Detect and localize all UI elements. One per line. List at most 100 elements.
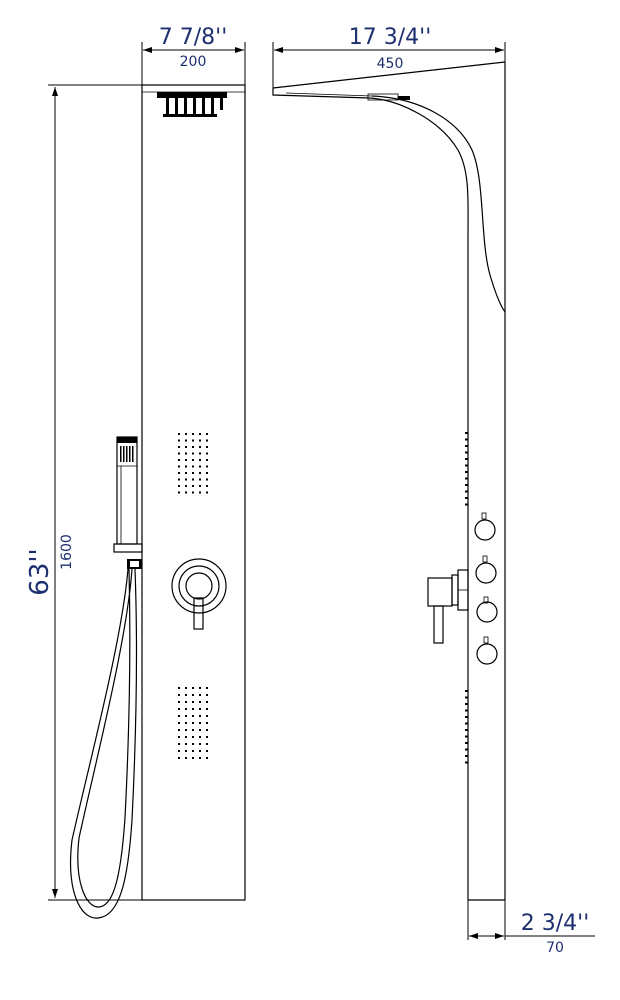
jet-dot [178,439,180,442]
front-panel-body [141,84,246,901]
jet-dot [199,485,201,487]
jet-dot [178,750,180,752]
jet-dot [199,452,201,455]
jet-dot [199,743,201,745]
jet-dot [185,722,187,724]
side-jet-dash [465,503,468,506]
hose-holder [127,559,142,569]
hand-shower [113,436,143,553]
jet-dot [178,459,180,461]
jet-dot [178,694,180,696]
jet-dot [192,701,194,703]
jet-dot [199,694,201,696]
jet-dot [192,757,194,759]
jet-dot [206,736,208,738]
jet-dot [192,687,194,689]
front-view: 7 7/8'' 200 63'' 1600 [25,25,246,919]
jet-dot [206,433,208,435]
jet-dot [185,485,187,487]
jet-dot [178,472,180,474]
jet-dot [206,459,208,461]
jet-dot [192,433,194,435]
jet-dot [199,687,201,689]
side-jet-dash [465,438,468,441]
jet-dot [199,465,201,468]
jet-dot [185,433,187,435]
jet-dot [199,729,201,731]
jet-dot [206,478,208,481]
jet-dot [199,478,201,481]
side-jet-dash [465,690,468,692]
jet-dot [192,715,194,717]
jet-dot [206,729,208,731]
jet-dot [199,708,201,710]
jet-dot [178,687,180,689]
side-jet-dash [465,735,468,738]
jet-dot [185,459,187,461]
jet-dot [178,701,180,703]
jet-dot [192,722,194,724]
jet-dot [192,708,194,710]
jet-dot [192,439,194,442]
rain-head-strip [157,92,227,98]
jet-dot [206,757,208,759]
height-metric: 1600 [59,534,75,570]
side-jet-dash [465,477,468,480]
jet-dot [178,722,180,724]
side-jet-dash [465,761,468,764]
jet-dot [206,452,208,455]
jet-dot [206,708,208,710]
side-jet-dash [465,490,468,493]
jet-dot [199,459,201,461]
jet-dot [178,478,180,481]
jet-dot [185,743,187,745]
side-jet-dash [465,696,468,699]
jet-dot [178,465,180,468]
jet-dot [192,736,194,738]
body-jets-lower [178,687,208,759]
jet-dot [199,701,201,703]
front-width-imperial: 7 7/8'' [159,25,228,50]
jet-dot [178,708,180,710]
mixer-valve [171,558,227,630]
jet-dot [192,694,194,696]
diverter-knob-3 [476,596,498,623]
jet-dot [206,465,208,468]
jet-dot [199,722,201,724]
jet-dot [192,465,194,468]
jet-dot [206,446,208,448]
jet-dot [185,439,187,442]
jet-dot [199,439,201,442]
side-jet-dash [465,722,468,725]
jet-dot [185,757,187,759]
rain-nozzles [163,98,223,117]
jet-dot [192,750,194,752]
jet-dot [185,694,187,696]
jet-dot [185,491,187,494]
jet-dot [199,736,201,738]
jet-dot [178,715,180,717]
side-jet-dash [465,471,468,473]
jet-dot [185,729,187,731]
jet-dot [192,485,194,487]
jet-dot [206,743,208,745]
jet-dot [199,715,201,717]
side-depth-dimension: 17 3/4'' 450 [272,25,506,88]
side-jet-dash [465,484,468,486]
side-body-jets [465,432,468,764]
jet-dot [199,491,201,494]
panel-depth-dimension: 2 3/4'' 70 [467,900,595,956]
jet-dot [192,743,194,745]
jet-dot [178,743,180,745]
jet-dot [185,715,187,717]
front-width-dimension: 7 7/8'' 200 [141,25,246,85]
side-jet-dash [465,729,468,731]
side-jet-dash [465,755,468,757]
front-width-metric: 200 [180,54,207,70]
jet-dot [192,478,194,481]
height-imperial: 63'' [25,548,55,595]
jet-dot [185,687,187,689]
jet-dot [192,491,194,494]
side-jet-dash [465,748,468,751]
